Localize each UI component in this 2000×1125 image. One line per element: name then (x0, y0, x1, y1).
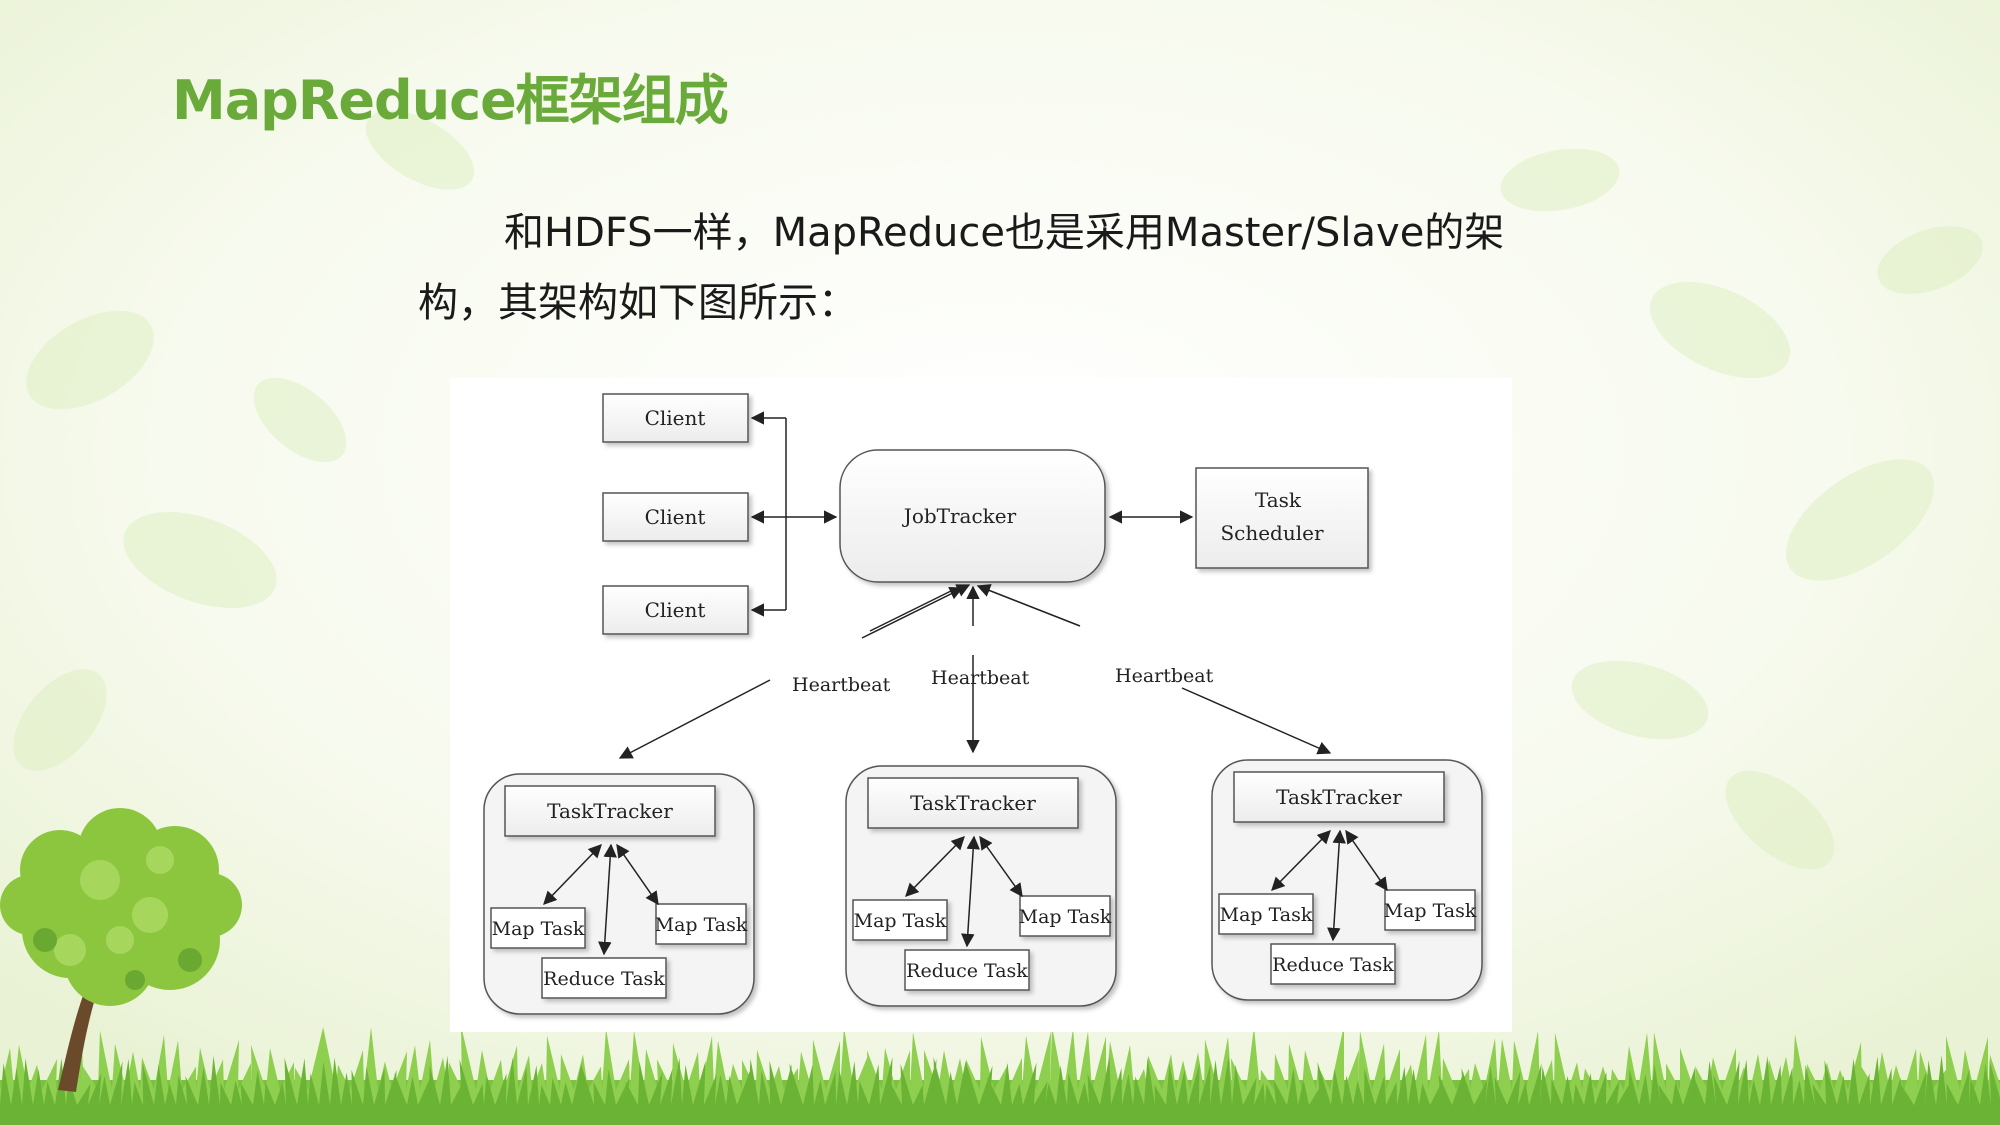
map-task-left-2: Map Task (854, 910, 947, 932)
background-leaves (13, 110, 1983, 870)
worker-node-2: TaskTracker Map Task Map Task Reduce Tas… (845, 765, 1117, 1007)
heartbeat-label-2: Heartbeat (931, 667, 1030, 689)
tasktracker-label-3: TaskTracker (1276, 785, 1402, 809)
worker-node-3: TaskTracker Map Task Map Task Reduce Tas… (1211, 759, 1483, 1001)
worker-node-1: TaskTracker Map Task Map Task Reduce Tas… (483, 773, 755, 1015)
client-label-3: Client (645, 598, 706, 622)
client-label-2: Client (645, 505, 706, 529)
jobtracker-box: JobTracker (839, 449, 1106, 583)
client-label-1: Client (645, 406, 706, 430)
intro-paragraph-text: 和HDFS一样，MapReduce也是采用Master/Slave的架构，其架构… (418, 210, 1505, 326)
client-box-1: Client (602, 393, 749, 443)
tasktracker-label-1: TaskTracker (547, 799, 673, 823)
client-connectors (750, 411, 838, 617)
task-scheduler-box: Task Scheduler (1195, 467, 1369, 569)
map-task-right-2: Map Task (1019, 906, 1112, 928)
diagram-canvas: Client Client Client JobTracker Task Sch… (483, 393, 1483, 1015)
task-scheduler-label-line1: Task (1255, 488, 1302, 512)
intro-paragraph: 和HDFS一样，MapReduce也是采用Master/Slave的架构，其架构… (418, 198, 1548, 338)
map-task-left-3: Map Task (1220, 904, 1313, 926)
task-scheduler-label-line2: Scheduler (1220, 521, 1324, 545)
grass-border (0, 1025, 2000, 1125)
reduce-task-2: Reduce Task (906, 960, 1028, 982)
jobtracker-label: JobTracker (902, 504, 1017, 528)
heartbeat-label-1: Heartbeat (792, 674, 891, 696)
reduce-task-3: Reduce Task (1272, 954, 1394, 976)
tree-decoration (0, 808, 242, 1092)
reduce-task-1: Reduce Task (543, 968, 665, 990)
map-task-right-1: Map Task (655, 914, 748, 936)
mapreduce-architecture-diagram: Client Client Client JobTracker Task Sch… (450, 378, 1512, 1032)
slide-title: MapReduce框架组成 (172, 69, 729, 132)
heartbeat-label-3: Heartbeat (1115, 665, 1214, 687)
tasktracker-label-2: TaskTracker (910, 791, 1036, 815)
client-box-2: Client (602, 492, 749, 542)
client-box-3: Client (602, 585, 749, 635)
map-task-left-1: Map Task (492, 918, 585, 940)
heartbeat-connectors (618, 584, 1332, 759)
map-task-right-3: Map Task (1384, 900, 1477, 922)
